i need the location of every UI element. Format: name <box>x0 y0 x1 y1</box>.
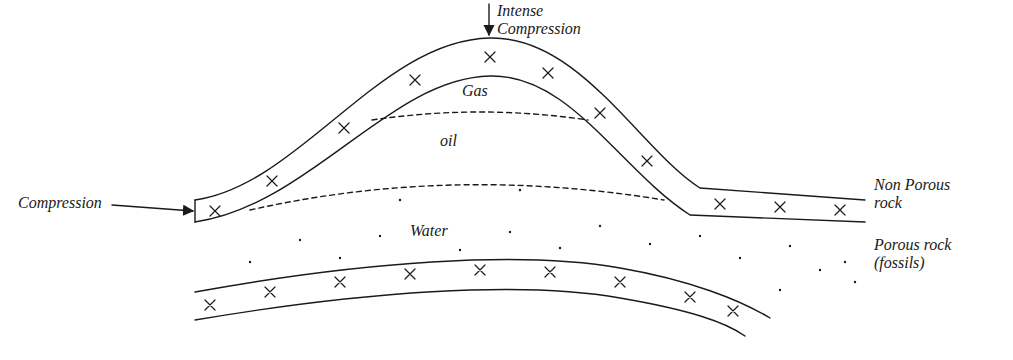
porous-layer-bottom <box>195 289 745 336</box>
force-label: Compression <box>18 194 110 212</box>
region-label: Gas <box>462 82 512 100</box>
cap-rock-bottom <box>195 76 865 222</box>
force-label: Intense Compression <box>497 2 597 38</box>
cap-rock-end <box>194 200 195 222</box>
porous-layer-top <box>195 260 770 318</box>
porous-crosses <box>205 265 738 316</box>
gas-boundary <box>372 112 588 120</box>
cap-rock-top <box>195 38 865 200</box>
water-dots <box>249 189 856 291</box>
rock-label: Porous rock (fossils) <box>874 236 970 272</box>
compression-arrow <box>112 205 193 211</box>
region-label: oil <box>440 132 490 150</box>
intense-compression-arrow <box>488 4 489 35</box>
oil-boundary <box>250 185 664 210</box>
rock-crosses <box>210 52 845 216</box>
region-label: Water <box>410 222 480 240</box>
rock-label: Non Porous rock <box>874 176 970 212</box>
